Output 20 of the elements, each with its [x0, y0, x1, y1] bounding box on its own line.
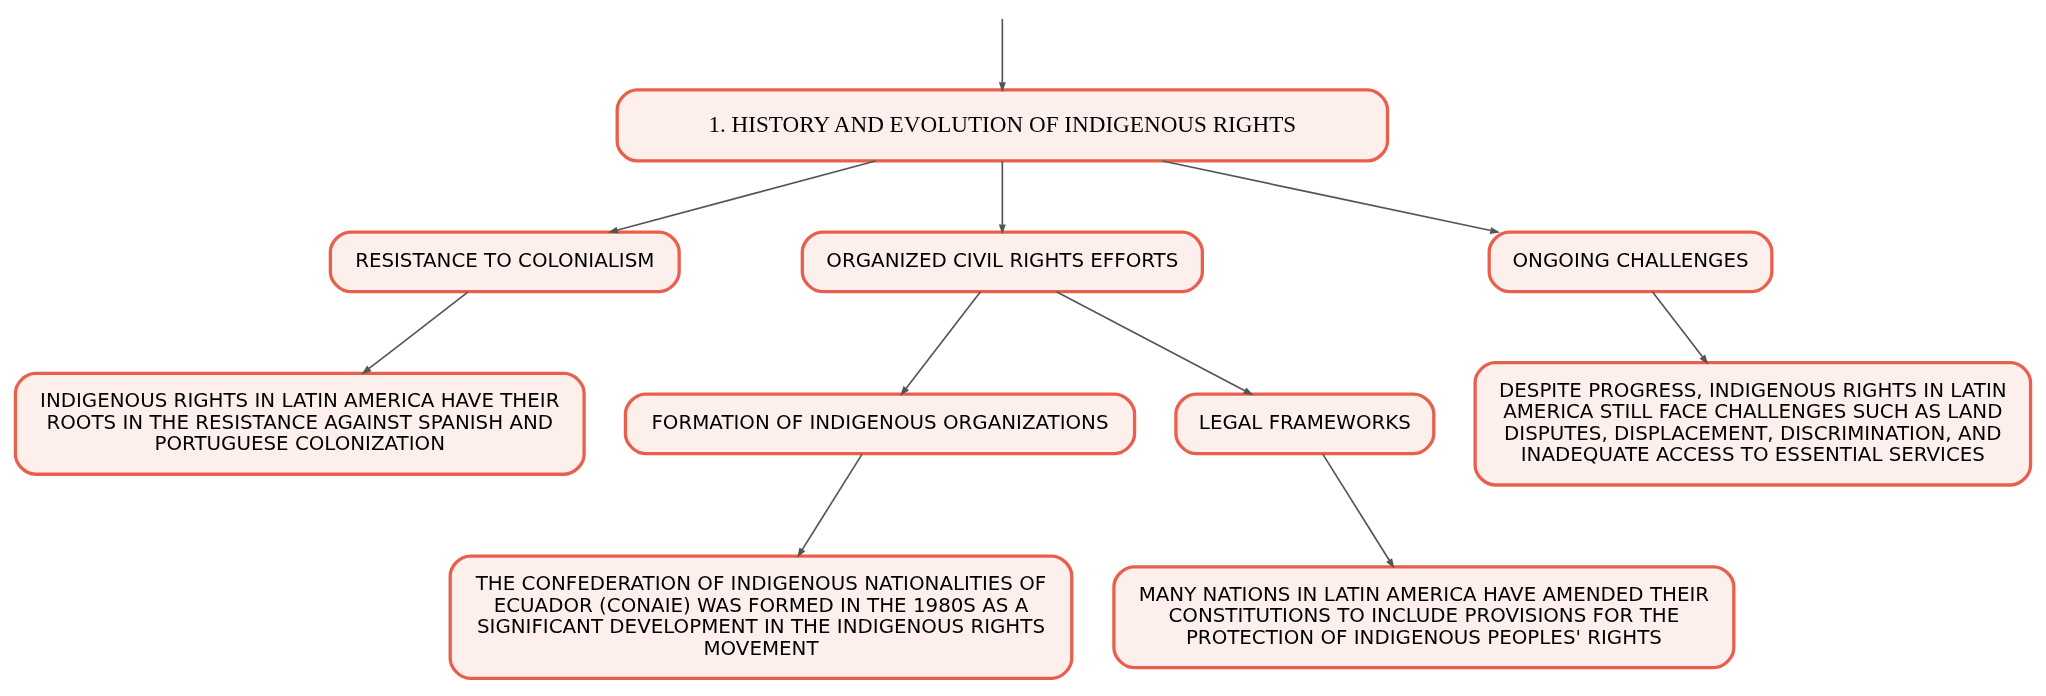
node-box: ONGOING CHALLENGES [1487, 230, 1774, 294]
node-box: FORMATION OF INDIGENOUS ORGANIZATIONS [623, 392, 1137, 456]
arrow [797, 453, 863, 558]
node-box: 1. HISTORY AND EVOLUTION OF INDIGENOUS RIGHTS [615, 88, 1390, 163]
arrow [998, 160, 1006, 235]
arrow [361, 291, 469, 375]
node-box: INDIGENOUS RIGHTS IN LATIN AMERICA HAVE THEIR ROOTS IN THE RESISTANCE AGAINST SPANISH AND PORTUGUESE COLONIZATION [13, 371, 586, 476]
arrow [1322, 453, 1395, 569]
arrow [1651, 291, 1709, 365]
node-box: ORGANIZED CIVIL RIGHTS EFFORTS [800, 230, 1204, 294]
node-box: THE CONFEDERATION OF INDIGENOUS NATIONALITIES OF ECUADOR (CONAIE) WAS FORMED IN THE 1980S AS A SIGNIFICANT DEVELOPMENT IN THE INDIGENOUS RIGHTS MOVEMENT [448, 554, 1074, 681]
arrow [607, 160, 877, 234]
arrow [998, 18, 1006, 93]
node-box: RESISTANCE TO COLONIALISM [328, 230, 681, 294]
node-box: LEGAL FRAMEWORKS [1174, 392, 1436, 456]
arrow [900, 291, 982, 397]
arrow [1055, 291, 1254, 396]
arrow [1161, 160, 1501, 234]
node-box: MANY NATIONS IN LATIN AMERICA HAVE AMENDED THEIR CONSTITUTIONS TO INCLUDE PROVISIONS FOR THE PROTECTION OF INDIGENOUS PEOPLES' RIGHTS [1112, 565, 1736, 670]
node-box: DESPITE PROGRESS, INDIGENOUS RIGHTS IN LATIN AMERICA STILL FACE CHALLENGES SUCH AS LAND DISPUTES, DISPLACEMENT, DISCRIMINATION, AND INADEQUATE ACCESS TO ESSENTIAL SERVICES [1473, 361, 2033, 487]
